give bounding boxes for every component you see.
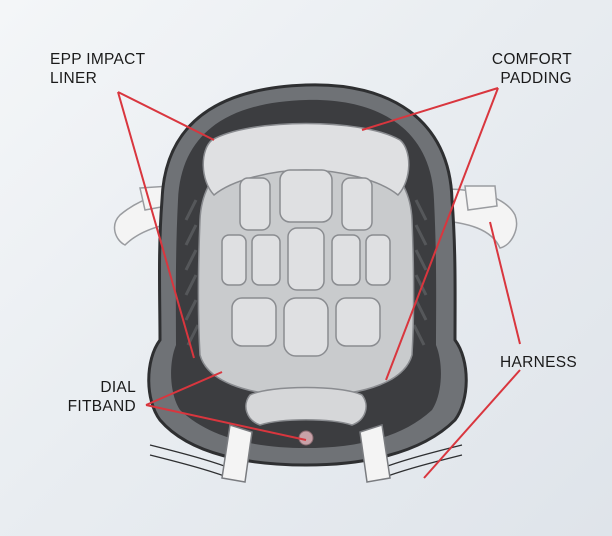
label-comfort-padding: COMFORT PADDING	[478, 50, 572, 88]
label-harness: HARNESS	[500, 353, 577, 372]
label-dial-fitband: DIAL FITBAND	[64, 378, 136, 416]
dial-fitband	[246, 388, 366, 426]
label-epp-impact-liner: EPP IMPACT LINER	[50, 50, 145, 88]
